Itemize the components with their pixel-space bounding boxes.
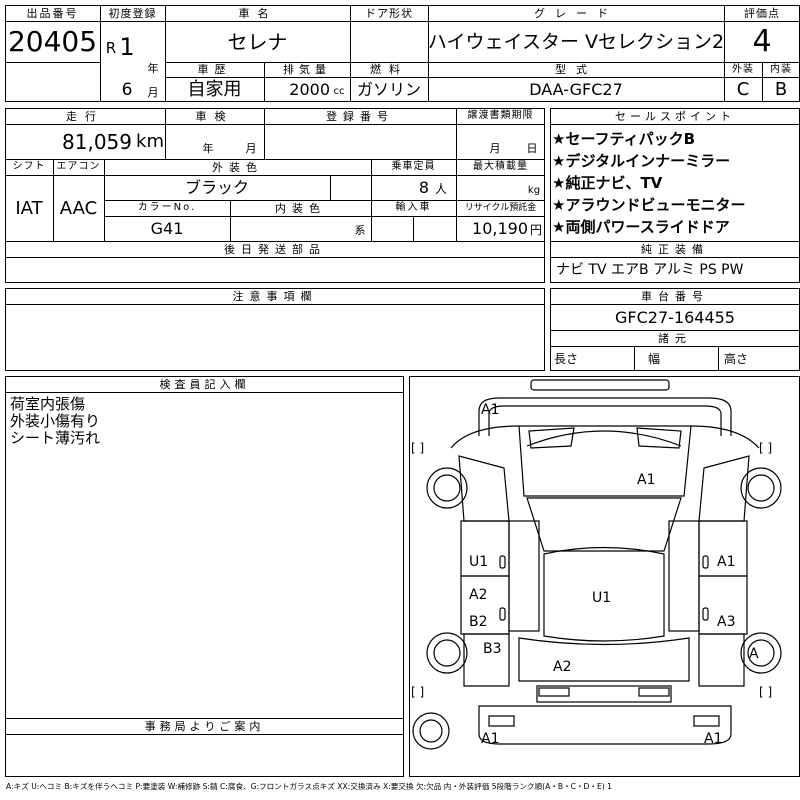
mileage-unit: km	[136, 131, 164, 152]
mark-left-front-door: U1	[469, 554, 488, 570]
int-color-label: 内装色	[275, 201, 326, 215]
remark-line: 荷室内張傷	[10, 395, 86, 413]
mark-right-rear-door: A3	[717, 614, 735, 630]
capacity-unit: 人	[434, 182, 447, 196]
sales-point-item: ★セーフティパックB	[552, 129, 696, 148]
fuel-value: ガソリン	[356, 80, 421, 99]
car-damage-diagram: [ ] [ ] [ ] [ ] A1 A1 U1 A1 A2 B2 A3 B3 …	[409, 376, 800, 777]
fuel-label: 燃料	[370, 63, 408, 76]
sales-point-item: ★デジタルインナーミラー	[552, 151, 731, 170]
era: R	[105, 38, 117, 57]
equipment-label: 純正装備	[641, 242, 709, 256]
mark-right-rear-wheel: A	[749, 646, 759, 662]
lot-number: 20405	[7, 25, 98, 58]
inspector-remarks: 荷室内張傷 外装小傷有り シート薄汚れ	[10, 396, 100, 447]
grade-label: グレード	[534, 6, 618, 20]
length-label: 長さ	[554, 352, 579, 366]
displacement-label: 排気量	[283, 63, 331, 76]
displacement-value: 2000	[289, 80, 330, 99]
history-value: 自家用	[187, 79, 242, 100]
bracket-text: [ ]	[759, 441, 772, 455]
int-color-unit: 系	[354, 223, 366, 237]
transfer-label: 譲渡書類期限	[467, 110, 534, 121]
office-label: 事務局よりご案内	[144, 719, 265, 733]
recycle-label: リサイクル預託金	[464, 202, 537, 213]
remark-line: シート薄汚れ	[10, 429, 101, 447]
mark-hood: A1	[637, 472, 655, 488]
mark-roof: U1	[592, 590, 611, 606]
bracket-text: [ ]	[411, 441, 424, 455]
reg-year: 1	[119, 33, 135, 61]
grade-value: ハイウェイスター Vセレクション2	[427, 30, 725, 53]
chassis-label: 車台番号	[641, 289, 709, 303]
mileage-label: 走行	[66, 109, 104, 123]
score-label: 評価点	[744, 6, 780, 20]
shift-label: シフト	[12, 161, 46, 172]
sales-points-label: セールスポイント	[615, 109, 735, 123]
width-label: 幅	[648, 352, 661, 366]
color-label: 外装色	[212, 160, 263, 174]
notes-label: 注意事項欄	[232, 289, 318, 303]
displacement-unit: cc	[333, 86, 345, 97]
mark-rear-glass: A2	[553, 659, 571, 675]
capacity-label: 乗車定員	[391, 161, 436, 172]
dims-label: 諸元	[658, 331, 692, 345]
later-parts-label: 後日発送部品	[224, 242, 326, 256]
remark-line: 外装小傷有り	[10, 412, 101, 430]
mark-rear-bumper-left: A1	[481, 731, 499, 747]
mileage-value: 81,059	[62, 130, 132, 154]
interior-label: 内装	[770, 63, 792, 75]
mark-right-front-door: A1	[717, 554, 735, 570]
history-label: 車歴	[197, 63, 232, 76]
ac-label: エアコン	[56, 161, 101, 172]
inspection-month-unit: 月	[245, 141, 257, 155]
transfer-month-unit: 月	[489, 141, 501, 155]
exterior-grade: C	[736, 79, 750, 100]
transfer-day-unit: 日	[526, 141, 538, 155]
car-name-label: 車名	[238, 6, 277, 20]
bracket-text: [ ]	[411, 685, 424, 699]
model-value: DAA-GFC27	[529, 80, 623, 99]
mark-left-rear-fender: B3	[483, 641, 502, 657]
score-value: 4	[752, 24, 772, 59]
color-value: ブラック	[184, 178, 249, 197]
exterior-label: 外装	[732, 63, 754, 75]
capacity-value: 8	[418, 178, 429, 197]
door-value	[350, 22, 428, 62]
lot-label: 出品番号	[26, 6, 79, 20]
equipment-value: ナビ TV エアB アルミ PS PW	[556, 262, 744, 278]
sales-point-item: ★アラウンドビューモニター	[552, 195, 746, 214]
inspection-label: 車検	[195, 109, 234, 123]
interior-grade: B	[774, 79, 788, 100]
sales-point-item: ★両側パワースライドドア	[552, 217, 730, 236]
bracket-text: [ ]	[759, 685, 772, 699]
height-label: 高さ	[724, 352, 749, 366]
mark-left-rear-door-b: B2	[469, 614, 488, 630]
car-name: セレナ	[227, 30, 288, 54]
shift-value: IAT	[15, 197, 43, 219]
first-reg-label: 初度登録	[108, 6, 157, 20]
sales-point-item: ★純正ナビ、TV	[552, 173, 663, 192]
max-load-unit: kg	[527, 185, 541, 196]
mark-left-rear-door-a: A2	[469, 587, 487, 603]
reg-month: 6	[121, 79, 133, 100]
recycle-unit: 円	[529, 223, 542, 237]
legend: A:キズ U:ヘコミ B:キズを伴うヘコミ P:要塗装 W:補修跡 S:錆 C:…	[6, 782, 613, 791]
max-load-label: 最大積載量	[473, 161, 528, 172]
mark-front-bumper: A1	[481, 402, 499, 418]
ac-value: AAC	[59, 197, 98, 219]
reg-no-label: 登録番号	[326, 109, 394, 123]
inspector-label: 検査員記入欄	[159, 377, 250, 391]
chassis-number: GFC27-164455	[615, 307, 735, 327]
import-label: 輸入車	[395, 202, 432, 213]
year-unit: 年	[147, 61, 159, 75]
mark-rear-bumper-right: A1	[704, 731, 722, 747]
model-label: 型式	[555, 63, 597, 76]
color-no-label: カラーNo.	[137, 202, 197, 213]
color-no-value: G41	[150, 219, 184, 238]
door-label: ドア形状	[365, 6, 413, 20]
inspection-year-unit: 年	[202, 141, 214, 155]
recycle-value: 10,190	[472, 219, 528, 238]
month-unit: 月	[147, 85, 159, 99]
